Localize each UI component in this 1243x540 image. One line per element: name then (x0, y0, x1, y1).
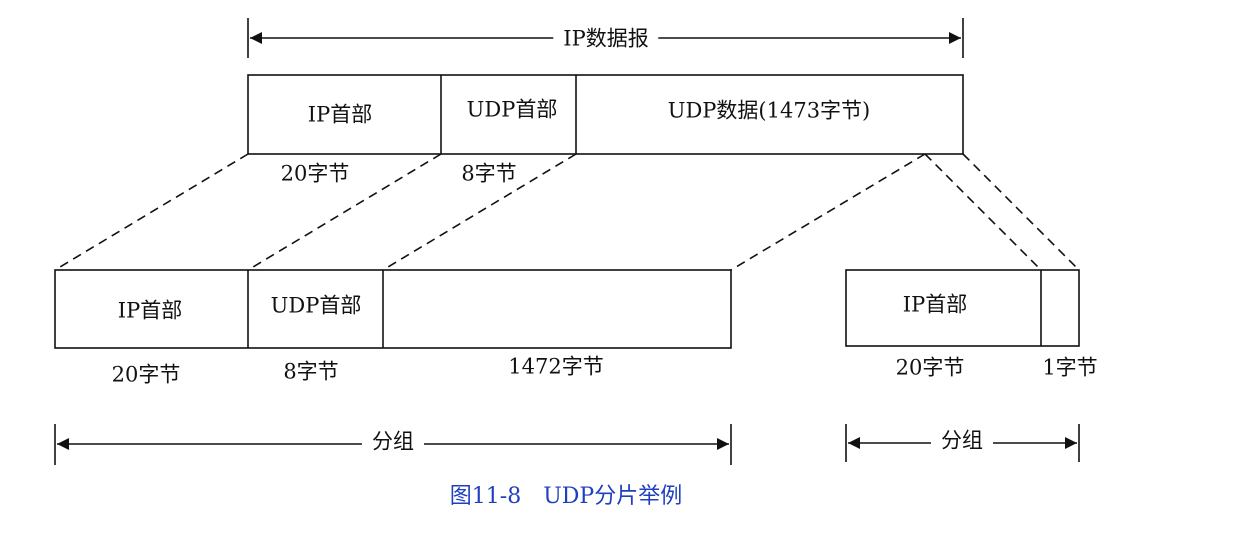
top-ip-header-label: IP首部 (307, 102, 373, 127)
top-udp-header-size: 8字节 (461, 161, 517, 186)
map-line-udp-right (382, 153, 577, 271)
fragment-1-box (54, 269, 732, 349)
map-line-data-end (962, 153, 1080, 271)
map-line-ip-left (54, 153, 249, 271)
top-ip-header-size: 20字节 (280, 161, 350, 186)
ip-datagram-box (247, 74, 964, 155)
figure-caption: 图11-8 UDP分片举例 (449, 484, 683, 509)
fragment-1-udp-header-size: 8字节 (283, 359, 339, 384)
top-udp-header-label: UDP首部 (466, 97, 558, 122)
fragment-2-data-size: 1字节 (1042, 355, 1098, 380)
fragment-2-span-label: 分组 (931, 430, 993, 452)
fragment-2-ip-header-label: IP首部 (902, 292, 968, 317)
fragment-1-ip-header-size: 20字节 (111, 362, 181, 387)
map-line-ip-right (247, 153, 442, 271)
fragment-1-data-size: 1472字节 (508, 354, 604, 379)
ip-datagram-span-label: IP数据报 (553, 28, 659, 50)
fragment-1-udp-header-label: UDP首部 (270, 293, 362, 318)
fragment-2-ip-header-size: 20字节 (895, 355, 965, 380)
map-line-data-split-right (924, 153, 1042, 271)
fragment-2-box (845, 269, 1080, 347)
fragment-1-span-label: 分组 (362, 431, 424, 453)
map-line-data-split-left (730, 153, 926, 271)
top-udp-data-label: UDP数据(1473字节) (667, 98, 871, 123)
fragment-1-ip-header-label: IP首部 (117, 298, 183, 323)
